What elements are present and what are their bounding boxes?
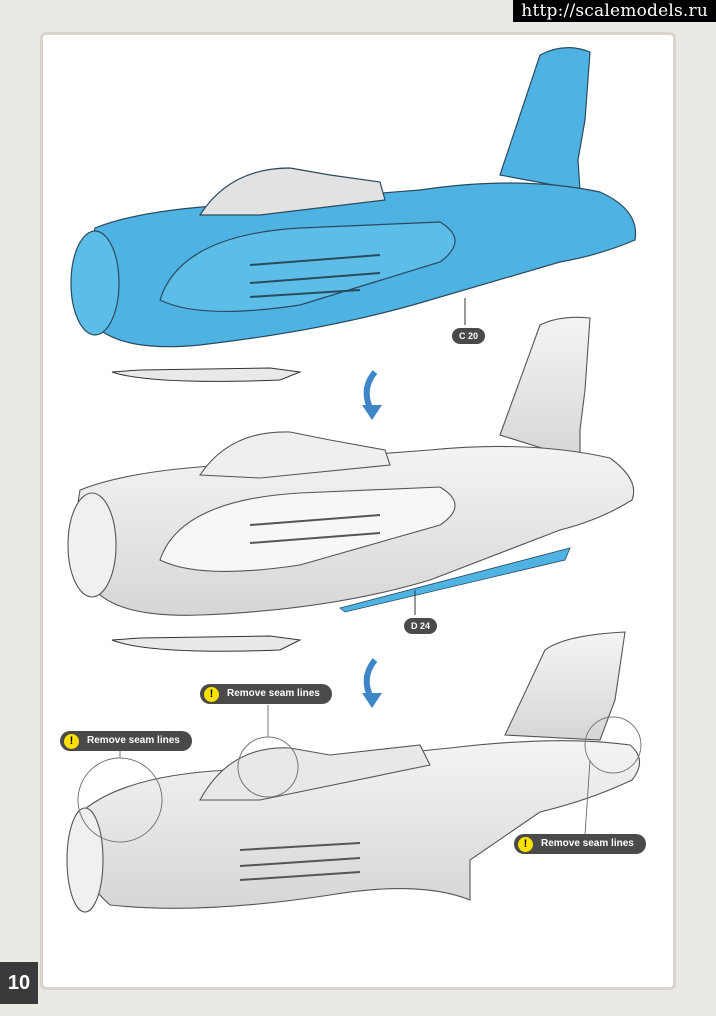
warning-icon: ! [518,836,533,852]
warning-icon: ! [64,733,79,749]
remove-seam-note: ! Remove seam lines [60,731,192,751]
remove-seam-note: ! Remove seam lines [514,834,646,854]
fuselage-step2 [67,316,635,616]
fuselage-half-step1 [70,47,637,348]
warning-icon: ! [204,686,219,702]
part-tag: D 24 [404,618,438,634]
blue-strip-part [339,547,571,613]
watermark: http://scalemodels.ru [513,0,716,22]
fuselage-step3 [66,631,641,913]
seam-circle-tail [584,716,642,774]
part-tag: C 20 [452,328,486,344]
page-number: 10 [0,962,38,1004]
remove-seam-note: ! Remove seam lines [200,684,332,704]
